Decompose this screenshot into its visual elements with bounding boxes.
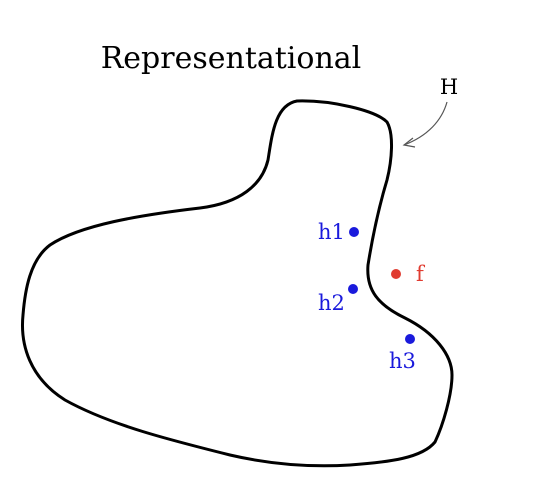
diagram-title: Representational (101, 41, 362, 76)
point-h3 (405, 334, 415, 344)
point-h2-label: h2 (318, 291, 345, 315)
region-h-outline (21, 99, 454, 468)
point-h2 (348, 284, 358, 294)
point-f (391, 269, 401, 279)
point-f-label: f (416, 262, 426, 286)
region-h-label: H (440, 75, 458, 99)
point-h3-label: h3 (389, 349, 416, 373)
point-h1 (349, 227, 359, 237)
point-h1-label: h1 (318, 220, 345, 244)
region-h-pointer-arrow (403, 101, 448, 146)
region-h-arrowhead (402, 137, 416, 148)
